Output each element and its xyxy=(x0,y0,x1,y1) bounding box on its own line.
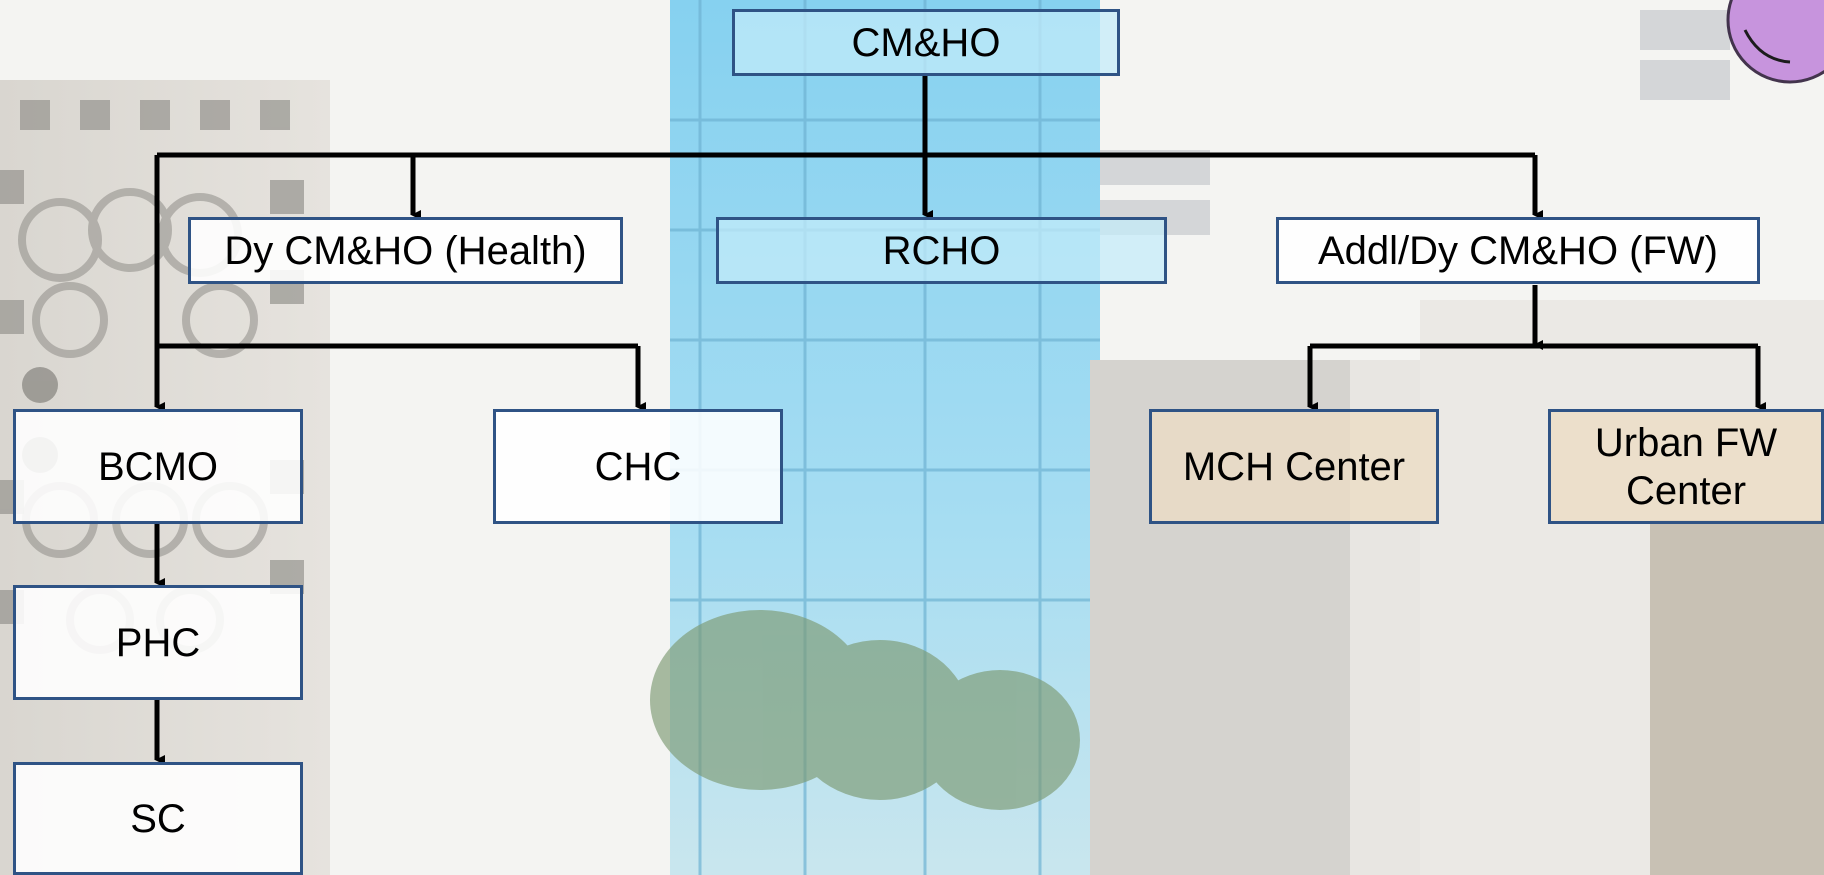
node-addl-dy-cmho-fw: Addl/Dy CM&HO (FW) xyxy=(1276,217,1760,284)
node-dy-cmho-health: Dy CM&HO (Health) xyxy=(188,217,623,284)
node-mch-center: MCH Center xyxy=(1149,409,1439,524)
node-bcmo: BCMO xyxy=(13,409,303,524)
node-chc: CHC xyxy=(493,409,783,524)
node-phc: PHC xyxy=(13,585,303,700)
node-urban-fw-center: Urban FW Center xyxy=(1548,409,1824,524)
node-rcho: RCHO xyxy=(716,217,1167,284)
node-cmho: CM&HO xyxy=(732,9,1120,76)
tree-reflection xyxy=(650,610,1080,810)
node-sc: SC xyxy=(13,762,303,875)
logo-fragment xyxy=(1726,0,1824,84)
